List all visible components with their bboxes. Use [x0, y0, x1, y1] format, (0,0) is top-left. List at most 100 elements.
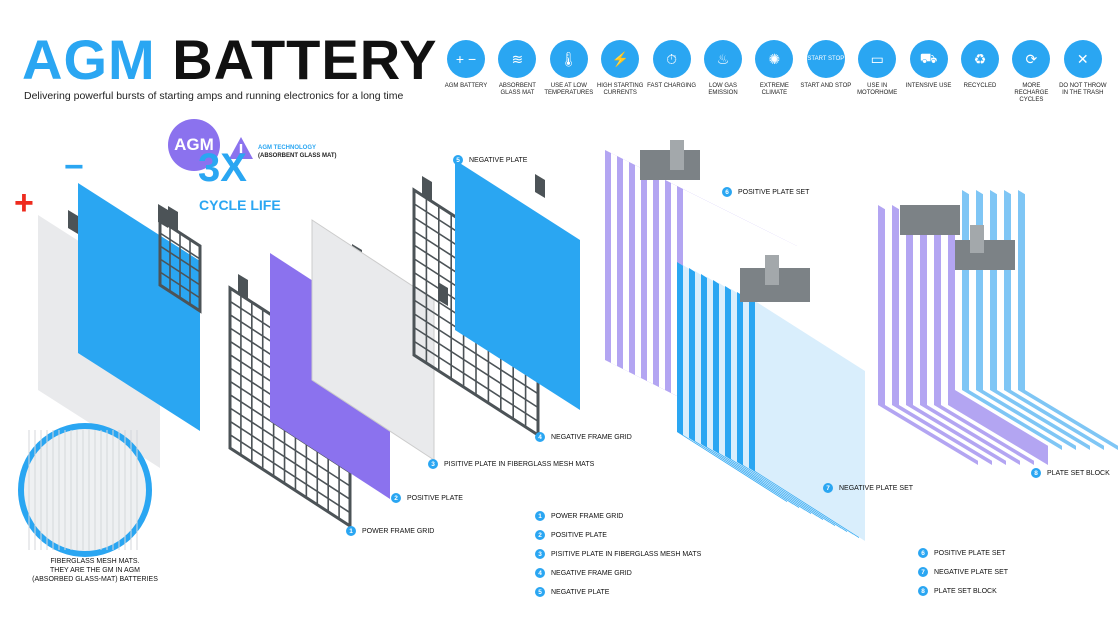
feature-label: ABSORBENT GLASS MAT: [498, 83, 536, 96]
feature-recycle: ♻RECYCLED: [954, 40, 1006, 90]
stopwatch-icon-glyph: ⏱: [666, 50, 678, 67]
part-number-badge: 7: [823, 483, 833, 493]
grid-bar: [159, 271, 201, 299]
part-number-badge: 1: [346, 526, 356, 536]
part-label: PLATE SET BLOCK: [934, 587, 997, 595]
plate-tab: [68, 210, 78, 234]
agm-technology-subtitle: (ABSORBENT GLASS MAT): [258, 153, 337, 159]
thermometer-icon: 🌡: [549, 40, 588, 78]
part-number-badge: 7: [918, 567, 928, 577]
feature-glass-mat: ≋ ABSORBENT GLASS MAT: [491, 40, 543, 97]
warning-icon: [229, 137, 253, 159]
recycle-icon: ♻: [961, 40, 999, 78]
grid-bar: [229, 407, 351, 487]
trash-crossed-icon-glyph: ✕: [1076, 50, 1089, 67]
grid-bar: [159, 258, 201, 286]
terminal-bar: [900, 205, 960, 235]
lightning-icon-glyph: ⚡: [611, 50, 629, 67]
part-label: NEGATIVE FRAME GRID: [551, 433, 632, 441]
title-accent: AGM: [22, 28, 156, 91]
callout-3: 3 PISITIVE PLATE IN FIBERGLASS MESH MATS: [428, 459, 594, 469]
motorhome-icon: ▭: [858, 40, 897, 78]
glass-mat-icon: ≋: [498, 40, 537, 78]
legend-item: 2 POSITIVE PLATE: [535, 530, 607, 540]
grid-tab: [168, 206, 178, 231]
callout-1: 1 POWER FRAME GRID: [346, 526, 434, 536]
feature-label: MORE RECHARGE CYCLES: [1014, 83, 1049, 103]
feature-label: FAST CHARGING: [647, 83, 697, 89]
battery-icon: + −: [447, 40, 485, 78]
part-label: PISITIVE PLATE IN FIBERGLASS MESH MATS: [551, 550, 702, 558]
cycle-multiplier: 3X: [198, 146, 247, 190]
feature-car: ⛟ INTENSIVE USE: [903, 40, 955, 90]
glass-mat-icon-glyph: ≋: [511, 50, 524, 67]
negative-plate-layer: [755, 301, 865, 541]
fiberglass-note: FIBERGLASS MESH MATS. THEY ARE THE GM IN…: [20, 557, 170, 584]
feature-battery: + − AGM BATTERY: [440, 40, 492, 90]
sun-snow-icon: ✺: [755, 40, 794, 78]
part-label: POSITIVE PLATE: [551, 531, 607, 539]
part-number-badge: 2: [535, 530, 545, 540]
part-number-badge: 2: [391, 493, 401, 503]
legend-item: 7 NEGATIVE PLATE SET: [918, 567, 1008, 577]
feature-label: DO NOT THROW IN THE TRASH: [1059, 83, 1107, 96]
fiberglass-note-line: THEY ARE THE GM IN AGM: [50, 567, 140, 574]
sun-snow-icon-glyph: ✺: [768, 50, 781, 67]
feature-label: HIGH STARTING CURRENTS: [596, 83, 644, 96]
part-number-badge: 6: [918, 548, 928, 558]
grid-tab: [238, 274, 248, 299]
feature-label: EXTREME CLIMATE: [759, 83, 789, 96]
part-number-badge: 5: [535, 587, 545, 597]
feature-label: LOW GAS EMISSION: [708, 83, 738, 96]
part-label: NEGATIVE FRAME GRID: [551, 569, 632, 577]
part-number-badge: 3: [428, 459, 438, 469]
negative-plate: [455, 160, 580, 410]
part-number-badge: 6: [722, 187, 732, 197]
thermometer-icon-glyph: 🌡: [559, 50, 578, 67]
part-label: POWER FRAME GRID: [362, 527, 435, 535]
car-icon-glyph: ⛟: [919, 49, 938, 66]
feature-label: INTENSIVE USE: [905, 83, 952, 89]
positive-terminal-sign: +: [14, 184, 34, 222]
fiberglass-note-line: (ABSORBED GLASS-MAT) BATTERIES: [32, 576, 158, 583]
part-label: NEGATIVE PLATE SET: [934, 568, 1009, 576]
plate-tab: [535, 174, 545, 198]
feature-motorhome: ▭USE IN MOTORHOME: [851, 40, 903, 97]
part-label: NEGATIVE PLATE: [551, 588, 610, 596]
fiberglass-magnifier: [18, 423, 152, 557]
legend-item: 5 NEGATIVE PLATE: [535, 587, 609, 597]
gas-icon: ♨: [704, 40, 742, 78]
part-label: PISITIVE PLATE IN FIBERGLASS MESH MATS: [444, 460, 595, 468]
gas-icon-glyph: ♨: [716, 50, 730, 67]
grid-bar: [159, 232, 201, 260]
lightning-icon: ⚡: [601, 40, 640, 78]
feature-thermometer: 🌡USE AT LOW TEMPERATURES: [543, 40, 595, 97]
negative-terminal-sign: −: [64, 148, 84, 186]
page-title: AGM BATTERY: [22, 30, 437, 90]
grid-bar: [159, 245, 201, 273]
grid-bar: [413, 340, 539, 422]
recycle-icon-glyph: ♻: [973, 50, 987, 67]
part-label: POSITIVE PLATE SET: [738, 188, 810, 196]
part-number-badge: 8: [1031, 468, 1041, 478]
feature-stopwatch: ⏱ FAST CHARGING: [646, 40, 698, 90]
grid-bar: [413, 326, 539, 409]
terminal-bar: [955, 240, 1015, 270]
motorhome-icon-glyph: ▭: [870, 50, 884, 67]
start-stop-icon: START STOP: [806, 40, 845, 78]
grid-bar: [413, 313, 539, 395]
plate-tab: [438, 282, 448, 306]
grid-frame: [158, 217, 202, 314]
fiberglass-note-line: FIBERGLASS MESH MATS.: [50, 558, 140, 565]
stopwatch-icon: ⏱: [652, 40, 691, 78]
trash-crossed-icon: ✕: [1063, 40, 1102, 78]
feature-label: AGM BATTERY: [444, 83, 488, 89]
agm-technology-title: AGM TECHNOLOGY: [258, 145, 316, 151]
